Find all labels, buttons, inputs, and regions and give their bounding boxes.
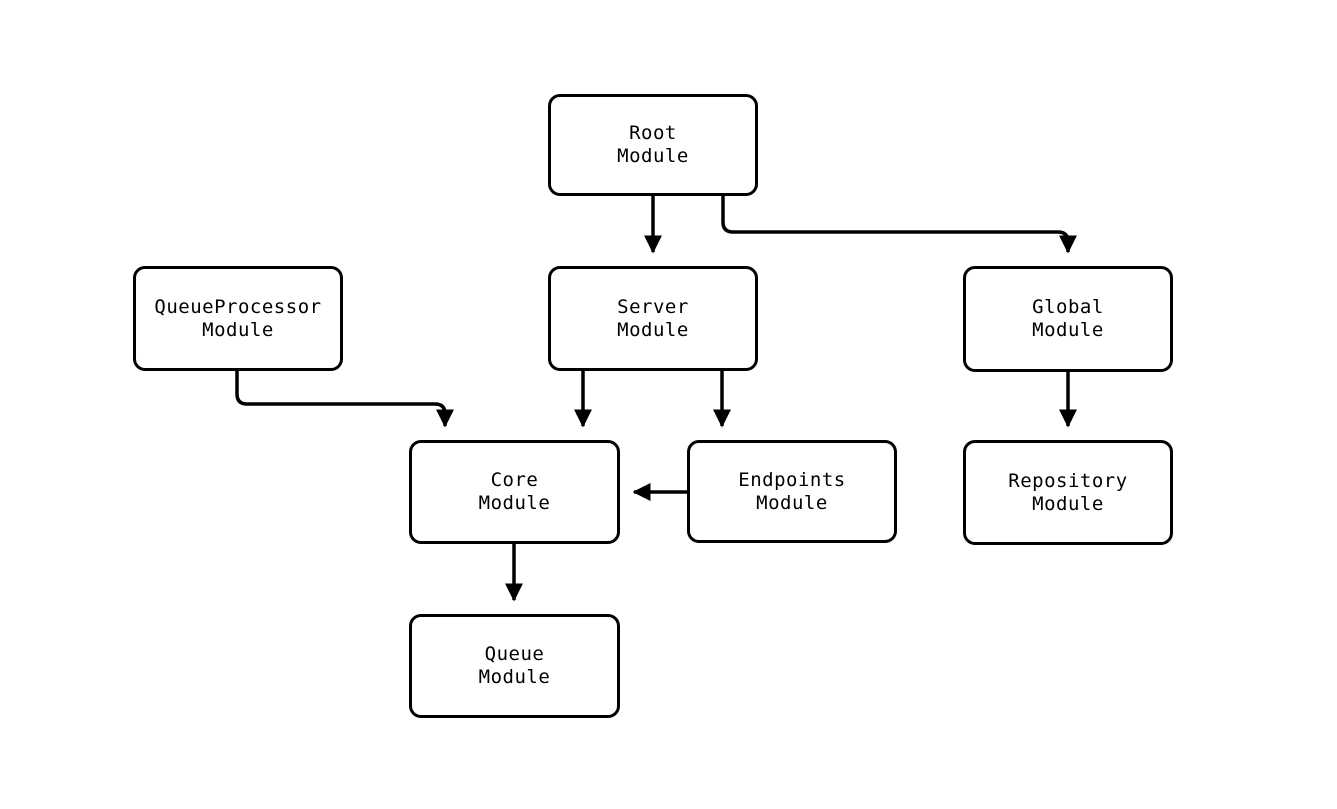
node-queue-title: Queue bbox=[484, 643, 545, 665]
edge-root-to-global bbox=[721, 196, 1078, 254]
node-server-title: Server bbox=[617, 295, 689, 318]
node-endpoints-title: Endpoints bbox=[738, 468, 846, 491]
node-root[interactable]: Root Module bbox=[548, 94, 758, 196]
node-endpoints-subtitle: Module bbox=[756, 491, 828, 514]
node-core-subtitle: Module bbox=[478, 492, 551, 514]
node-endpoints[interactable]: Endpoints Module bbox=[687, 440, 897, 543]
node-global-title: Global bbox=[1032, 296, 1104, 318]
node-root-subtitle: Module bbox=[617, 145, 689, 167]
edge-queueprocessor-to-core bbox=[235, 371, 455, 428]
node-global[interactable]: Global Module bbox=[963, 266, 1173, 372]
node-server[interactable]: Server Module bbox=[548, 266, 758, 371]
node-repository-subtitle: Module bbox=[1032, 492, 1104, 515]
node-global-subtitle: Module bbox=[1032, 319, 1104, 341]
node-queueprocessor[interactable]: QueueProcessor Module bbox=[133, 266, 343, 371]
node-root-title: Root bbox=[629, 122, 677, 144]
node-queueprocessor-title: QueueProcessor bbox=[154, 295, 322, 318]
node-repository[interactable]: Repository Module bbox=[963, 440, 1173, 545]
node-server-subtitle: Module bbox=[617, 318, 689, 341]
node-queue[interactable]: Queue Module bbox=[409, 614, 620, 718]
node-repository-title: Repository bbox=[1008, 469, 1128, 492]
node-queueprocessor-subtitle: Module bbox=[202, 318, 274, 341]
node-core-title: Core bbox=[490, 469, 539, 491]
node-core[interactable]: Core Module bbox=[409, 440, 620, 544]
node-queue-subtitle: Module bbox=[478, 666, 551, 688]
